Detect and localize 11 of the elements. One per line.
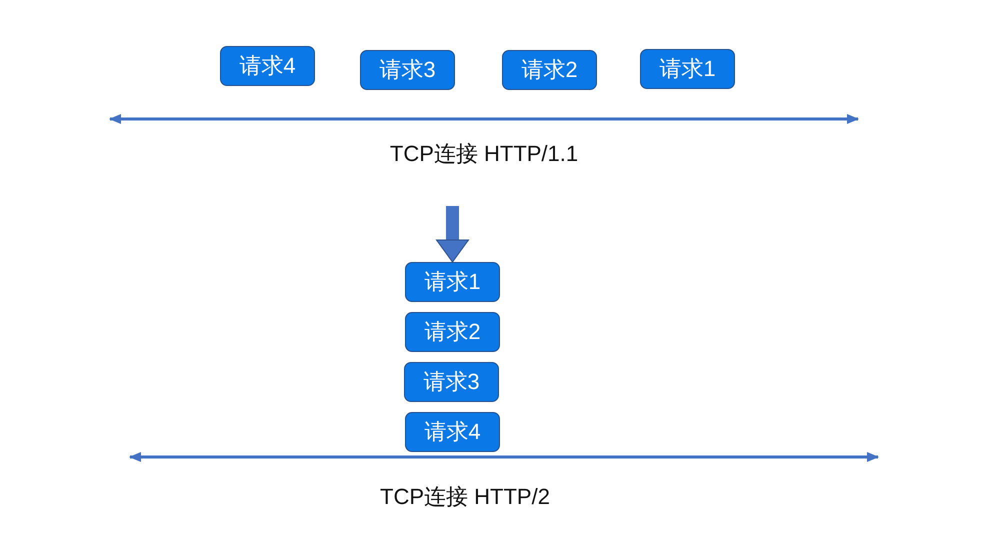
request-box: 请求1 — [405, 262, 500, 302]
request-box: 请求4 — [405, 412, 500, 452]
connection-label: TCP连接 HTTP/2 — [380, 484, 550, 510]
down-arrow — [436, 206, 469, 262]
request-box: 请求4 — [220, 46, 315, 86]
request-box: 请求3 — [360, 50, 455, 90]
request-box: 请求3 — [404, 362, 499, 402]
request-box: 请求2 — [502, 50, 597, 90]
request-box: 请求1 — [640, 49, 735, 89]
request-box: 请求2 — [405, 312, 500, 352]
connection-label: TCP连接 HTTP/1.1 — [390, 141, 578, 168]
